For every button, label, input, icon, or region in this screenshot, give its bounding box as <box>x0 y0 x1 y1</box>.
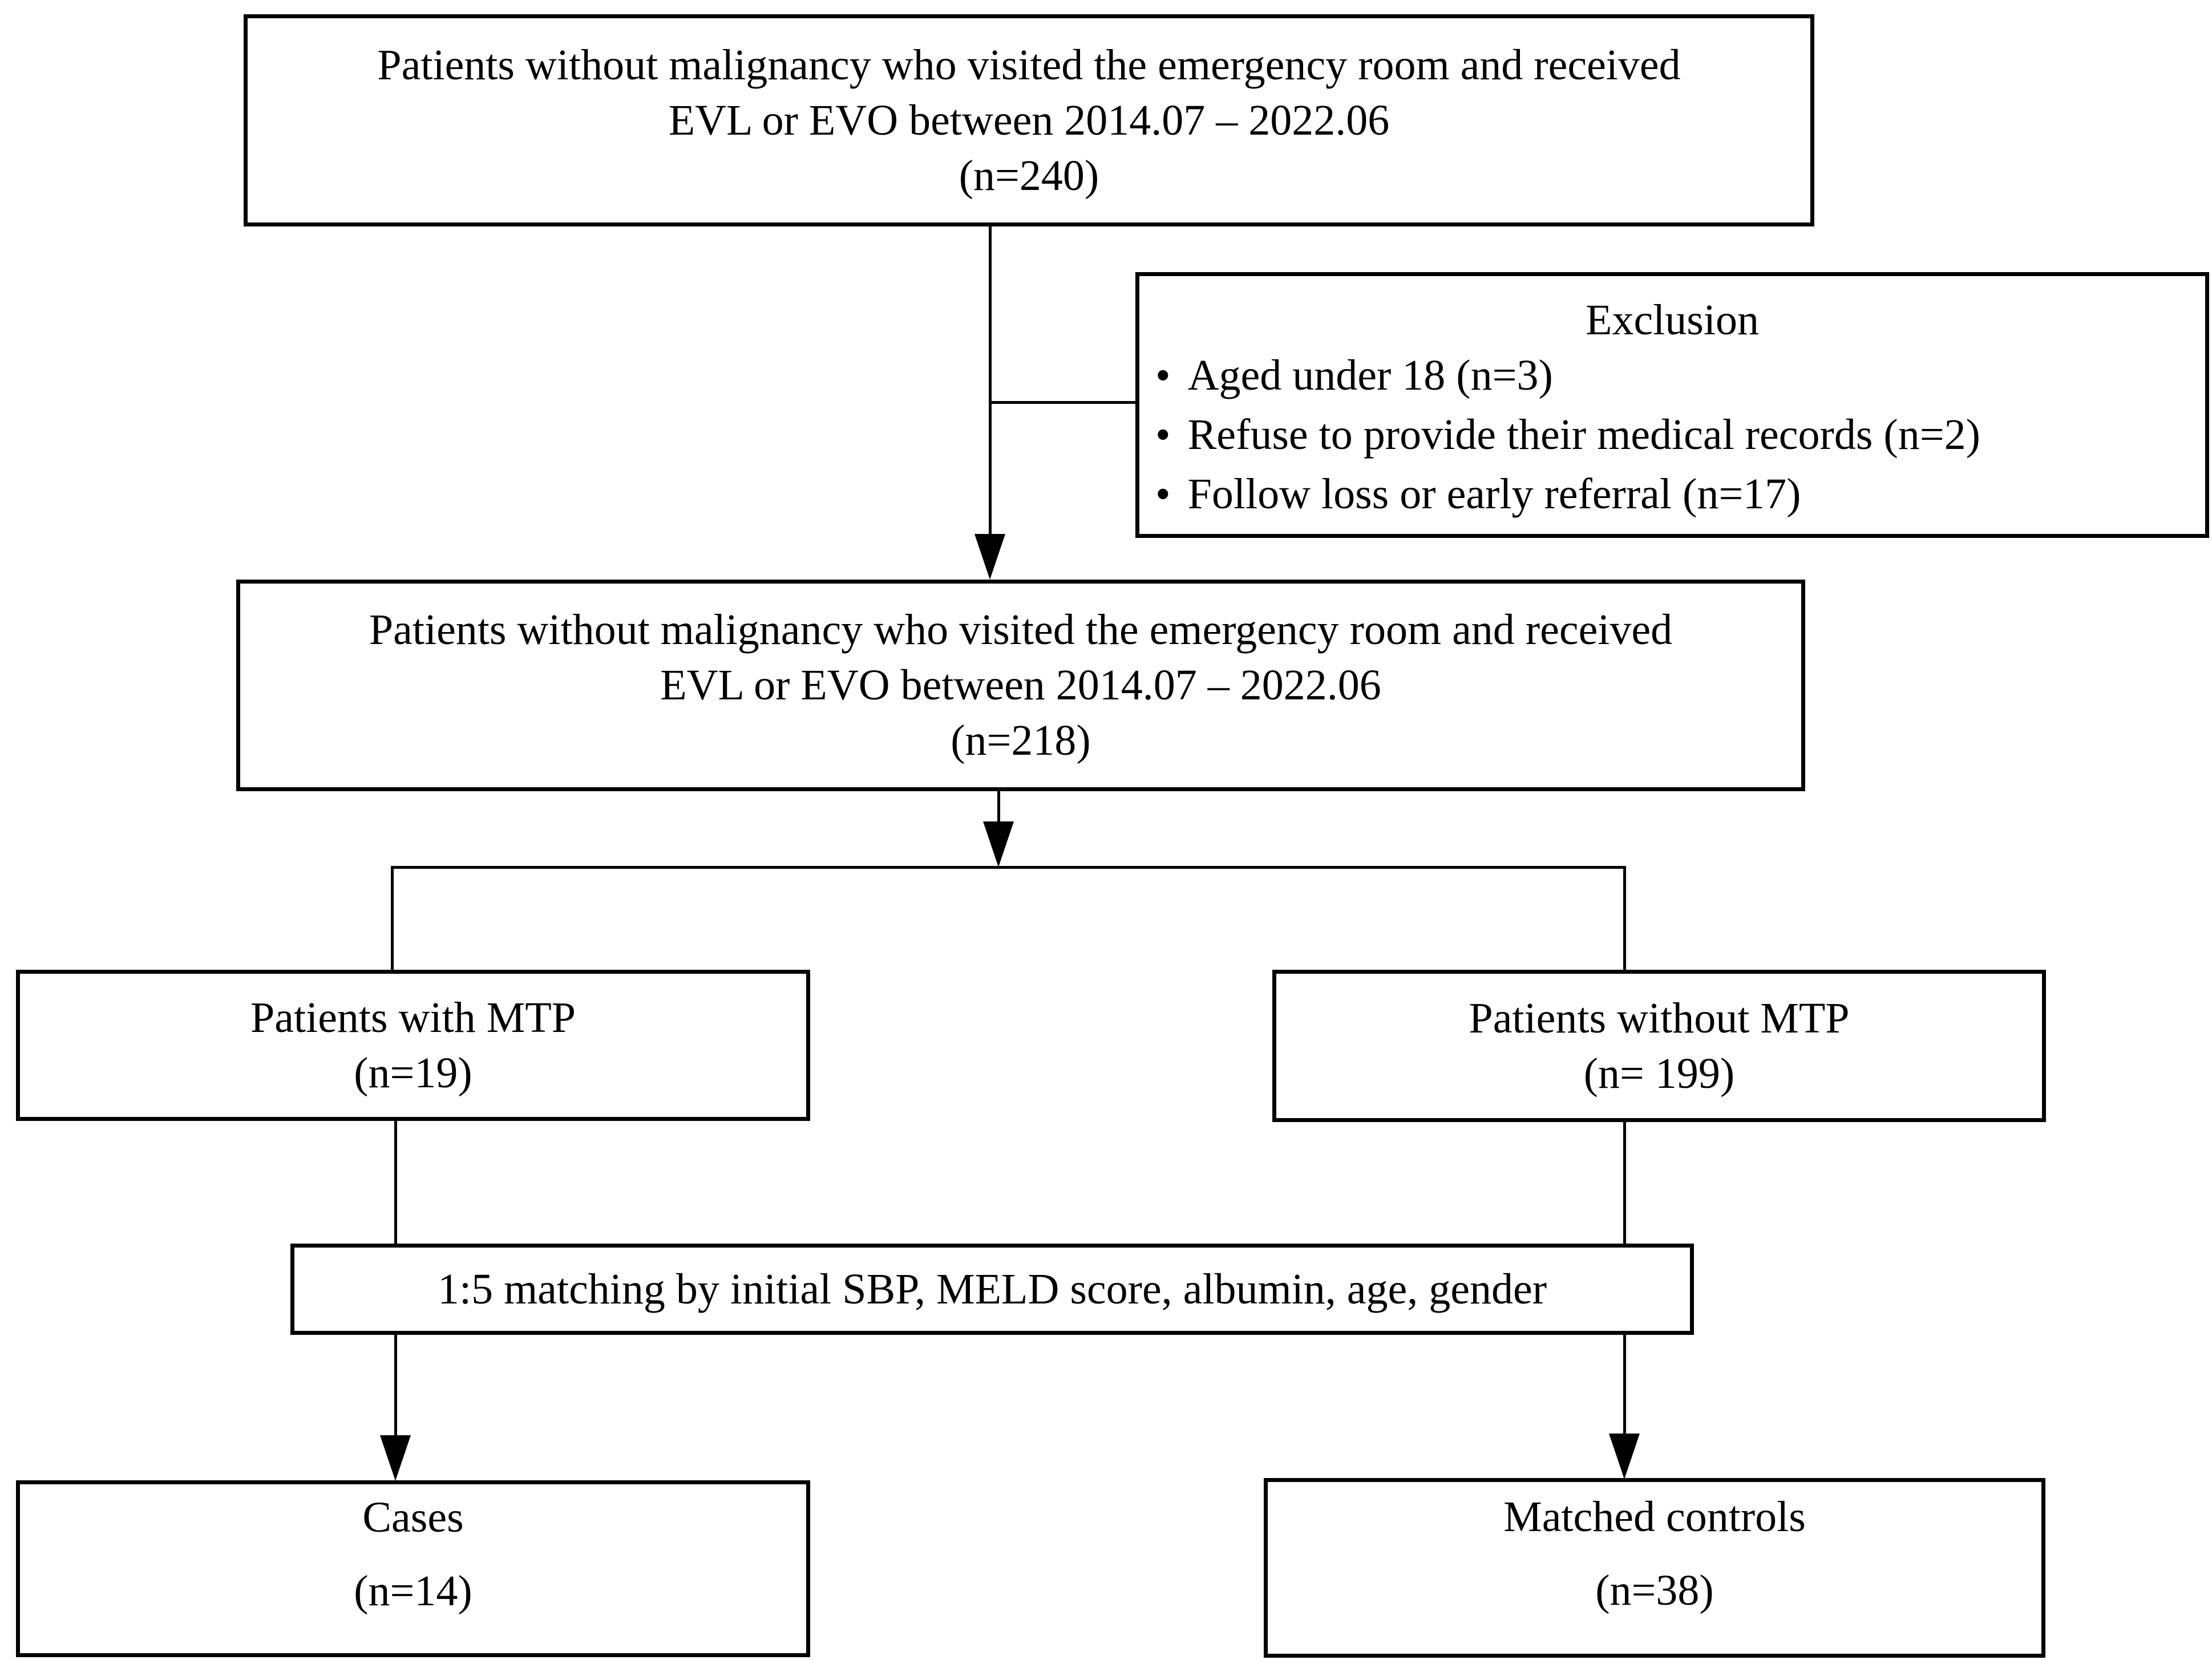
box-patients-with-mtp: Patients with MTP (n=19) <box>16 970 810 1121</box>
connector-filtered-to-split-line <box>997 791 1000 823</box>
box-text-line: Matched controls <box>1503 1492 1806 1541</box>
connector-with-mtp-to-matching-line <box>394 1121 397 1245</box>
connector-to-exclusion-line <box>990 401 1135 404</box>
box-text-line: (n=19) <box>354 1048 472 1097</box>
exclusion-item-text: Follow loss or early referral (n=17) <box>1187 470 1801 518</box>
arrowhead-down-initial-to-filtered <box>974 534 1005 580</box>
arrowhead-down-filtered-to-split <box>983 821 1014 867</box>
bullet-marker: • <box>1155 351 1171 399</box>
connector-initial-to-filtered-line <box>989 226 992 537</box>
box-text-line: Cases <box>362 1493 464 1541</box>
branch-drop-left-line <box>391 866 394 971</box>
box-text-line: (n=240) <box>959 151 1099 200</box>
box-text-line: (n= 199) <box>1583 1049 1735 1098</box>
branch-drop-right-line <box>1623 866 1626 971</box>
arrowhead-down-matching-to-controls <box>1609 1434 1640 1479</box>
exclusion-title: Exclusion <box>1586 296 1759 344</box>
exclusion-item: • Refuse to provide their medical record… <box>1139 405 2205 464</box>
box-initial-cohort: Patients without malignancy who visited … <box>244 14 1814 226</box>
box-text-line: EVL or EVO between 2014.07 – 2022.06 <box>660 661 1381 709</box>
box-text-line: Patients without MTP <box>1469 994 1850 1042</box>
exclusion-item-text: Refuse to provide their medical records … <box>1187 411 1980 459</box>
exclusion-item: • Follow loss or early referral (n=17) <box>1139 464 2205 524</box>
box-cases: Cases (n=14) <box>16 1480 810 1657</box>
box-text-line: (n=218) <box>951 716 1091 764</box>
connector-matching-to-cases-line <box>394 1335 397 1436</box>
connector-matching-to-controls-line <box>1623 1335 1626 1435</box>
bullet-marker: • <box>1155 411 1171 459</box>
exclusion-item-text: Aged under 18 (n=3) <box>1187 351 1553 399</box>
box-text-line: EVL or EVO between 2014.07 – 2022.06 <box>668 96 1390 144</box>
box-filtered-cohort: Patients without malignancy who visited … <box>236 580 1805 791</box>
box-text-line: (n=14) <box>354 1567 472 1615</box>
box-exclusion: Exclusion • Aged under 18 (n=3) • Refuse… <box>1135 272 2209 538</box>
box-text-line: Patients with MTP <box>250 993 576 1042</box>
connector-without-mtp-to-matching-line <box>1623 1122 1626 1245</box>
exclusion-list: • Aged under 18 (n=3) • Refuse to provid… <box>1139 346 2205 524</box>
branch-split-line <box>392 866 1626 869</box>
bullet-marker: • <box>1155 470 1171 518</box>
arrowhead-down-matching-to-cases <box>380 1435 411 1481</box>
box-matched-controls: Matched controls (n=38) <box>1264 1478 2045 1658</box>
box-patients-without-mtp: Patients without MTP (n= 199) <box>1272 970 2046 1122</box>
box-text-line: 1:5 matching by initial SBP, MELD score,… <box>437 1265 1547 1313</box>
box-matching-criteria: 1:5 matching by initial SBP, MELD score,… <box>290 1244 1694 1335</box>
box-text-line: Patients without malignancy who visited … <box>369 606 1673 654</box>
box-text-line: Patients without malignancy who visited … <box>377 41 1681 89</box>
exclusion-item: • Aged under 18 (n=3) <box>1139 346 2205 405</box>
box-text-line: (n=38) <box>1595 1566 1714 1614</box>
